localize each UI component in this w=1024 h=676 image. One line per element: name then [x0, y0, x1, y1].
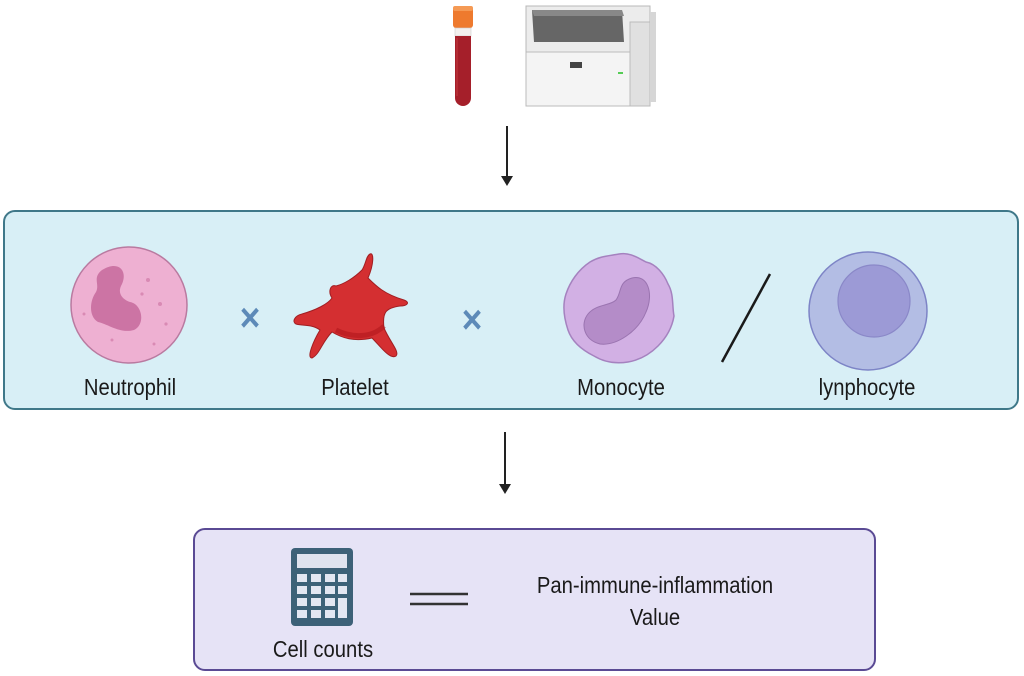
neutrophil-icon	[70, 246, 188, 364]
arrow-down-2	[499, 432, 511, 494]
platelet-label: Platelet	[321, 374, 389, 400]
arrow-down-1	[501, 126, 513, 186]
calculator-icon	[291, 548, 353, 626]
divide-operator	[720, 273, 772, 363]
analyzer-icon	[525, 5, 656, 107]
monocyte-icon	[563, 252, 675, 364]
piv-title-line2: Value	[629, 604, 681, 630]
blood-tube-icon	[453, 6, 473, 106]
lymphocyte-icon	[808, 251, 928, 371]
lymphocyte-label: lynphocyte	[818, 374, 916, 400]
equals-operator	[410, 592, 468, 606]
neutrophil-label: Neutrophil	[83, 374, 177, 400]
monocyte-label: Monocyte	[577, 374, 665, 400]
multiply-operator-2: ×	[461, 298, 483, 342]
multiply-operator-1: ×	[239, 296, 261, 340]
piv-title-line1: Pan-immune-inflammation	[536, 572, 774, 598]
cell-counts-label: Cell counts	[272, 636, 374, 662]
platelet-icon	[293, 253, 408, 359]
